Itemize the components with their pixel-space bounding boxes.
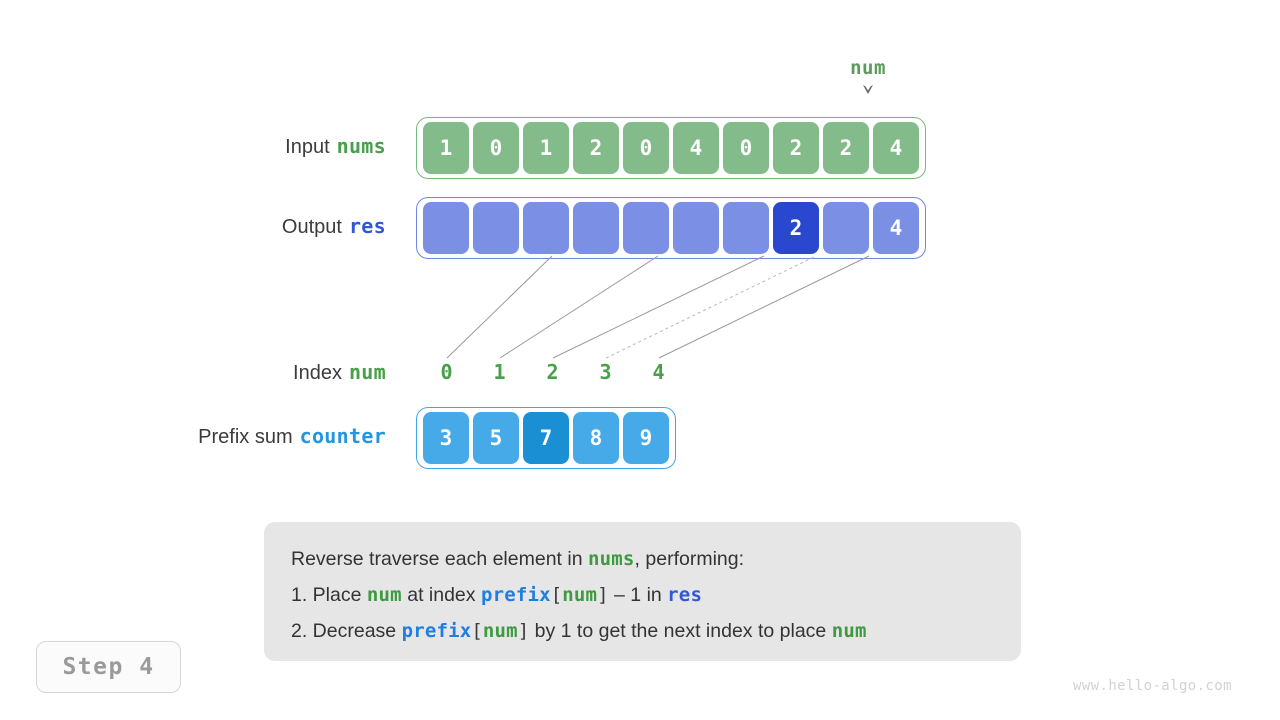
output-cell[interactable] <box>473 202 519 254</box>
output-cell[interactable]: 4 <box>873 202 919 254</box>
note-3-rbracket: ] <box>517 620 530 642</box>
prefix-cell[interactable]: 3 <box>423 412 469 464</box>
note-3-a: 2. Decrease <box>291 620 402 642</box>
note-3-lbracket: [ <box>471 620 483 642</box>
note-2-a: 1. Place <box>291 584 367 606</box>
note-line-1: Reverse traverse each element in nums, p… <box>291 541 995 577</box>
output-cell-highlighted[interactable]: 2 <box>773 202 819 254</box>
label-index-num: Index num <box>293 359 386 386</box>
note-2-rbracket: ] <box>597 584 609 606</box>
note-2-res: res <box>667 584 703 606</box>
output-cell[interactable] <box>823 202 869 254</box>
index-number: 2 <box>546 360 559 384</box>
note-2-num-arg: num <box>562 584 598 606</box>
note-2-num: num <box>366 584 402 606</box>
num-pointer: num <box>838 57 898 99</box>
output-cell[interactable] <box>523 202 569 254</box>
index-number: 1 <box>493 360 506 384</box>
label-index-var: num <box>348 360 386 384</box>
note-1-c: , performing: <box>634 548 745 570</box>
input-cell[interactable]: 1 <box>423 122 469 174</box>
index-number: 0 <box>440 360 453 384</box>
input-cell[interactable]: 1 <box>523 122 569 174</box>
input-cell[interactable]: 2 <box>573 122 619 174</box>
label-output-var: res <box>348 214 386 238</box>
note-line-2: 1. Place num at index prefix[num] – 1 in… <box>291 577 995 613</box>
label-output-res: Output res <box>282 213 386 240</box>
prefix-sum-array: 3 5 7 8 9 <box>416 407 676 469</box>
input-cell[interactable]: 4 <box>673 122 719 174</box>
prefix-cell-highlighted[interactable]: 7 <box>523 412 569 464</box>
input-cell[interactable]: 0 <box>723 122 769 174</box>
output-cell[interactable] <box>723 202 769 254</box>
output-cell[interactable] <box>423 202 469 254</box>
watermark: www.hello-algo.com <box>1073 678 1232 694</box>
output-cell[interactable] <box>673 202 719 254</box>
input-cell[interactable]: 0 <box>623 122 669 174</box>
note-3-num-arg: num <box>482 620 518 642</box>
prefix-cell[interactable]: 5 <box>473 412 519 464</box>
output-cell[interactable] <box>573 202 619 254</box>
label-prefix-text: Prefix sum <box>198 426 293 448</box>
note-1-a: Reverse traverse each element in <box>291 548 588 570</box>
input-cell[interactable]: 4 <box>873 122 919 174</box>
index-number-row: 0 1 2 3 4 <box>420 360 685 384</box>
note-2-h: – 1 in <box>608 584 668 606</box>
label-output-text: Output <box>281 216 342 238</box>
input-cell[interactable]: 2 <box>773 122 819 174</box>
index-number: 3 <box>599 360 612 384</box>
index-number: 4 <box>652 360 665 384</box>
explanation-note: Reverse traverse each element in nums, p… <box>264 522 1021 661</box>
note-3-num: num <box>831 620 867 642</box>
note-1-nums: nums <box>587 548 635 570</box>
prefix-cell[interactable]: 8 <box>573 412 619 464</box>
label-input-var: nums <box>336 134 386 158</box>
label-prefix-var: counter <box>299 424 386 448</box>
input-array: 1 0 1 2 0 4 0 2 2 4 <box>416 117 926 179</box>
label-input-nums: Input nums <box>285 133 386 160</box>
note-2-lbracket: [ <box>550 584 563 606</box>
step-badge: Step 4 <box>36 641 181 693</box>
note-3-f: by 1 to get the next index to place <box>529 620 832 642</box>
label-input-text: Input <box>285 136 330 158</box>
output-array: 2 4 <box>416 197 926 259</box>
note-2-c: at index <box>401 584 481 606</box>
label-prefix-counter: Prefix sum counter <box>198 423 386 450</box>
note-line-3: 2. Decrease prefix[num] by 1 to get the … <box>291 613 995 649</box>
input-cell[interactable]: 2 <box>823 122 869 174</box>
chevron-down-icon <box>838 83 898 99</box>
prefix-cell[interactable]: 9 <box>623 412 669 464</box>
input-cell[interactable]: 0 <box>473 122 519 174</box>
note-3-prefix: prefix <box>401 620 472 642</box>
note-2-prefix: prefix <box>480 584 551 606</box>
output-cell[interactable] <box>623 202 669 254</box>
label-index-text: Index <box>293 362 342 384</box>
num-pointer-label: num <box>850 57 886 79</box>
